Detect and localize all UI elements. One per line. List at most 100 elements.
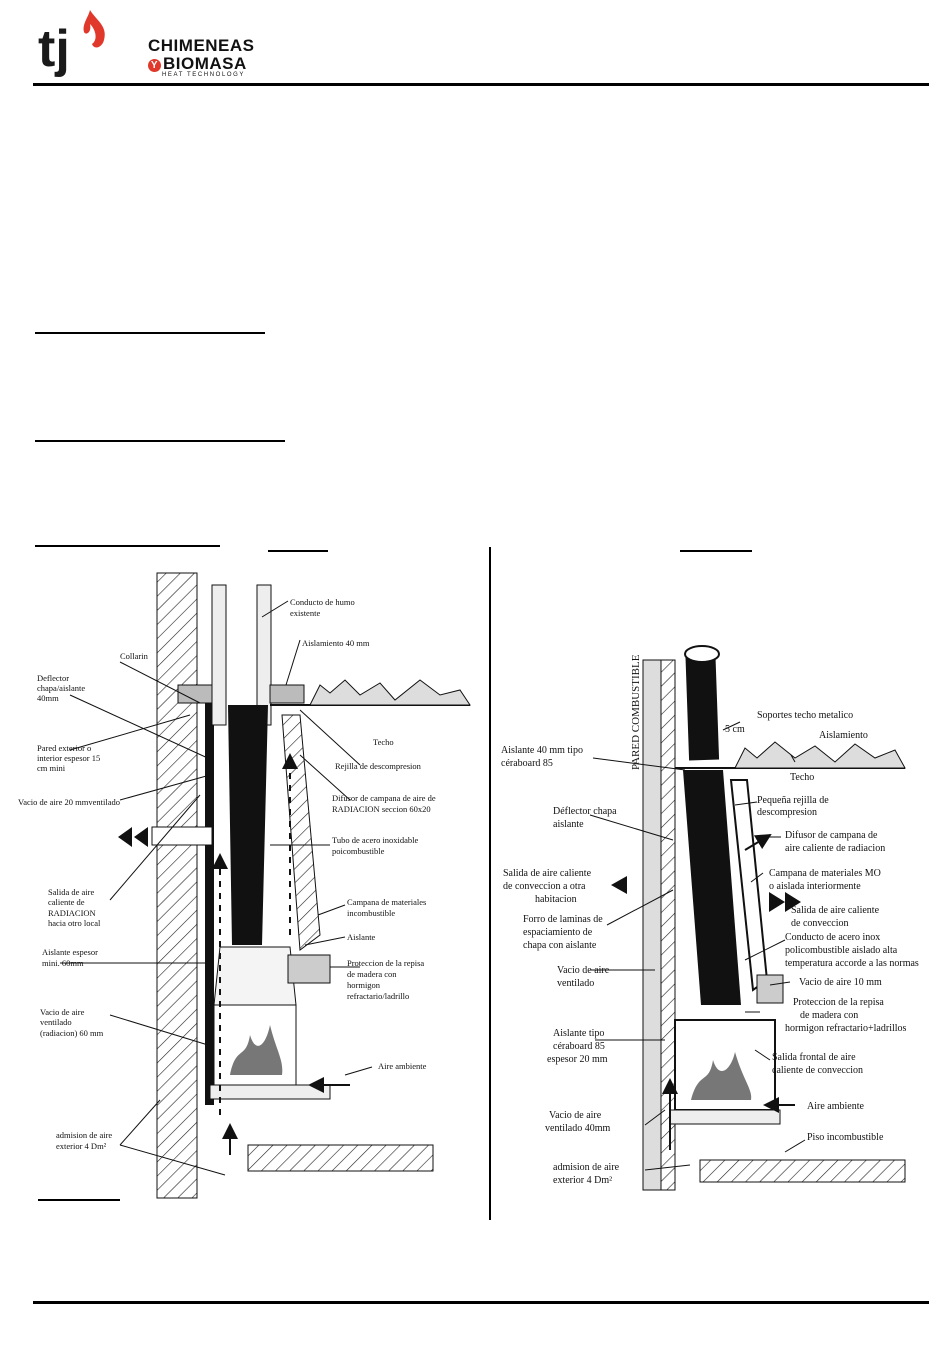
shelf-protection — [287, 954, 331, 984]
svg-text:40mm: 40mm — [37, 693, 59, 703]
svg-text:Techo: Techo — [373, 737, 394, 747]
right-fireplace-diagram: PARED COMBUSTIBLE 5 cm S — [501, 645, 919, 1191]
brand-tagline: HEAT TECHNOLOGY — [162, 72, 246, 78]
label-proteccion-1: Proteccion de la repisa — [347, 958, 424, 968]
svg-text:espesor 20 mm: espesor 20 mm — [547, 1054, 608, 1065]
section-heading-underline-2 — [35, 440, 285, 442]
outlet-arrow-icon — [118, 827, 148, 847]
svg-text:aislante: aislante — [553, 819, 584, 830]
label-conducto-humo-2: existente — [290, 608, 320, 618]
svg-text:céraboard 85: céraboard 85 — [501, 758, 553, 769]
label-conducto-3: temperatura accorde a las normas — [785, 958, 919, 969]
insulated-steel-flue — [683, 770, 741, 1005]
svg-text:de conveccion a otra: de conveccion a otra — [503, 881, 586, 892]
flames-icon — [230, 1025, 283, 1075]
svg-text:hormigon refractario+ladrillos: hormigon refractario+ladrillos — [785, 1023, 907, 1034]
label-admision-1: admision de aire — [56, 1130, 112, 1140]
svg-text:ventilado: ventilado — [557, 978, 594, 989]
svg-text:Soportes techo metalico: Soportes techo metalico — [757, 710, 853, 721]
label-salida-3: RADIACION — [48, 908, 96, 918]
svg-text:Collarin: Collarin — [120, 651, 149, 661]
ceiling-insulation — [309, 679, 471, 706]
label-rejilla-2: descompresion — [757, 807, 817, 818]
svg-text:de conveccion: de conveccion — [791, 918, 848, 929]
svg-text:de madera con: de madera con — [347, 969, 397, 979]
svg-text:Salida frontal de aire: Salida frontal de aire — [772, 1052, 856, 1063]
label-conducto-2: policombustible aislado alta — [785, 945, 898, 956]
svg-text:PARED COMBUSTIBLE: PARED COMBUSTIBLE — [630, 654, 642, 770]
label-salida-otra-2: de conveccion a otra — [503, 881, 586, 892]
svg-text:ventilado 40mm: ventilado 40mm — [545, 1123, 610, 1134]
label-rejilla: Rejilla de descompresion — [335, 761, 422, 771]
label-proteccion-2: de madera con — [800, 1010, 858, 1021]
label-collarin: Collarin — [120, 651, 149, 661]
label-admision-1: admision de aire — [553, 1162, 620, 1173]
svg-text:hacia otro local: hacia otro local — [48, 918, 101, 928]
label-techo: Techo — [790, 772, 814, 783]
footer-rule — [33, 1301, 929, 1304]
shelf-protection — [756, 974, 784, 1004]
svg-text:Aislante: Aislante — [347, 932, 376, 942]
svg-text:incombustible: incombustible — [347, 908, 395, 918]
svg-text:Salida de aire caliente: Salida de aire caliente — [791, 905, 880, 916]
svg-text:5 cm: 5 cm — [725, 724, 745, 735]
svg-text:espaciamiento de: espaciamiento de — [523, 927, 593, 938]
svg-text:refractario/ladrillo: refractario/ladrillo — [347, 991, 409, 1001]
label-difusor-2: aire caliente de radiacion — [785, 843, 885, 854]
svg-text:Difusor de campana de: Difusor de campana de — [785, 830, 878, 841]
svg-text:de madera con: de madera con — [800, 1010, 858, 1021]
flames-icon — [691, 1052, 752, 1100]
svg-text:Tubo de acero inoxidable: Tubo de acero inoxidable — [332, 835, 419, 845]
svg-text:Conducto de humo: Conducto de humo — [290, 597, 355, 607]
label-forro-3: chapa con aislante — [523, 940, 597, 951]
floor — [247, 1144, 434, 1172]
label-conducto-humo-1: Conducto de humo — [290, 597, 355, 607]
svg-text:exterior 4 Dm²: exterior 4 Dm² — [56, 1141, 107, 1151]
svg-text:o aislada interiormente: o aislada interiormente — [769, 881, 861, 892]
svg-text:Aislamiento: Aislamiento — [819, 730, 868, 741]
label-salida-4: hacia otro local — [48, 918, 101, 928]
label-aislante: Aislante — [347, 932, 376, 942]
combustible-wall — [642, 659, 662, 1191]
svg-text:Deflector: Deflector — [37, 673, 69, 683]
label-pared-1: Pared exterior o — [37, 743, 91, 753]
label-aislante-tipo-1: Aislante tipo — [553, 1028, 604, 1039]
label-vacio-ventilado-3: (radiacion) 60 mm — [40, 1028, 104, 1038]
label-aislante-tipo-3: espesor 20 mm — [547, 1054, 608, 1065]
svg-text:chapa con aislante: chapa con aislante — [523, 940, 597, 951]
label-deflector-2: chapa/aislante — [37, 683, 85, 693]
label-vacio-vent-1: Vacio de aire — [557, 965, 610, 976]
svg-text:Vacio de aire: Vacio de aire — [549, 1110, 602, 1121]
hood — [281, 714, 321, 951]
label-salida-1: Salida de aire — [48, 887, 94, 897]
label-salida-frontal-2: caliente de conveccion — [772, 1065, 863, 1076]
label-vacio-ventilado-1: Vacio de aire — [40, 1007, 85, 1017]
svg-text:mini. 60mm: mini. 60mm — [42, 958, 84, 968]
svg-text:RADIACION seccion 60x20: RADIACION seccion 60x20 — [332, 804, 431, 814]
svg-text:cm mini: cm mini — [37, 763, 66, 773]
label-difusor-1: Difusor de campana de aire de — [332, 793, 436, 803]
svg-text:descompresion: descompresion — [757, 807, 817, 818]
label-campana-2: o aislada interiormente — [769, 881, 861, 892]
label-admision-2: exterior 4 Dm² — [56, 1141, 107, 1151]
label-campana-2: incombustible — [347, 908, 395, 918]
svg-text:Proteccion de la repisa: Proteccion de la repisa — [793, 997, 884, 1008]
radiation-outlet-duct — [151, 826, 213, 846]
svg-text:poicombustible: poicombustible — [332, 846, 385, 856]
label-vacio-10: Vacio de aire 10 mm — [799, 977, 882, 988]
label-rejilla-1: Pequeña rejilla de — [757, 795, 829, 806]
svg-text:hormigon: hormigon — [347, 980, 381, 990]
wall-lining — [660, 659, 676, 1191]
svg-text:Salida de aire caliente: Salida de aire caliente — [503, 868, 592, 879]
flue-wall-right — [256, 584, 272, 726]
label-5cm: 5 cm — [725, 724, 745, 735]
svg-text:Vacio de aire 20 mmventilado: Vacio de aire 20 mmventilado — [18, 797, 120, 807]
svg-text:aire caliente de radiacion: aire caliente de radiacion — [785, 843, 885, 854]
svg-text:Techo: Techo — [790, 772, 814, 783]
label-tubo-2: poicombustible — [332, 846, 385, 856]
svg-text:Difusor de campana de aire de: Difusor de campana de aire de — [332, 793, 436, 803]
firebox-hood — [213, 946, 297, 1006]
label-conducto-1: Conducto de acero inox — [785, 932, 880, 943]
label-campana-1: Campana de materiales — [347, 897, 426, 907]
